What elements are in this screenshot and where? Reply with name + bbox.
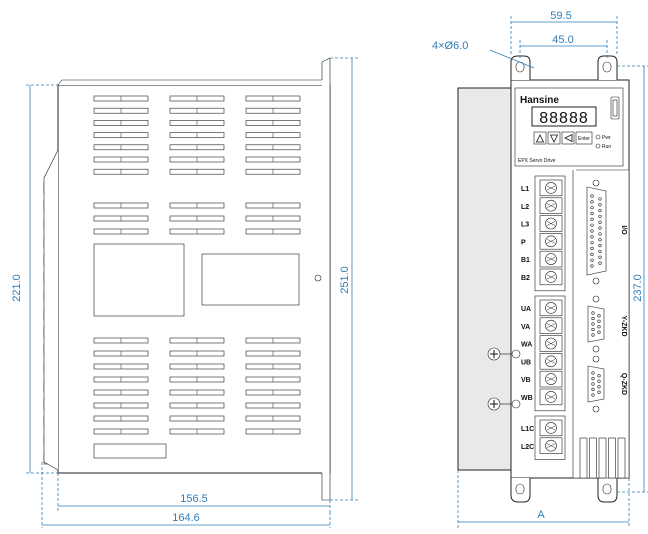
terminal-label: WA (521, 342, 532, 349)
connector-io-label: I/O (620, 225, 627, 235)
dim-height-right: 237.0 (632, 274, 644, 302)
bottom-fins (579, 437, 626, 479)
terminal-label: L2C (521, 444, 534, 451)
side-flange (321, 57, 331, 501)
ground-symbol-2 (487, 397, 521, 411)
side-view (43, 57, 331, 501)
dim-width-inner: 156.5 (180, 493, 208, 505)
dim-top-width-outer: 59.5 (550, 10, 571, 22)
led-pwr-label: Pwr (602, 135, 611, 141)
dim-width-outer: 164.6 (172, 512, 200, 524)
side-top-edge (57, 79, 331, 86)
terminal-label: UA (521, 306, 531, 313)
dim-height-left: 221.0 (11, 274, 23, 302)
dim-top-width-inner: 45.0 (552, 34, 573, 46)
connector-io: I/O (586, 179, 627, 285)
led-pwr (595, 134, 601, 140)
front-heatsink (457, 87, 512, 471)
terminal-label: L1 (521, 186, 529, 193)
control-panel (514, 87, 624, 167)
side-label-3 (93, 443, 167, 459)
terminal-label: L2 (521, 204, 529, 211)
terminal-label: B2 (521, 275, 530, 282)
side-screw (314, 274, 322, 282)
enter-button-label: Enter (578, 136, 590, 142)
connector-q-label: Q-ZKD (620, 373, 627, 395)
terminal-label: VA (521, 324, 530, 331)
ground-symbol-1 (487, 347, 521, 361)
connector-y-label: Y-ZKD (620, 316, 627, 337)
display-window (531, 106, 597, 127)
fin (617, 437, 626, 479)
fin (608, 437, 616, 479)
terminal-label: WB (521, 395, 533, 402)
dim-bottom-width: A (537, 509, 545, 521)
front-dimensions: 59.5 45.0 4×Ø6.0 237.0 A (432, 10, 648, 528)
side-label-2 (201, 253, 300, 306)
dim-holes: 4×Ø6.0 (432, 40, 468, 52)
brand-label: Hansine (520, 95, 559, 106)
fin (589, 437, 597, 479)
connector-y: Y-ZKD (587, 295, 627, 353)
terminal-label: VB (521, 377, 531, 384)
side-vents (93, 95, 301, 435)
terminal-label: B1 (521, 257, 530, 264)
led-run-label: Run (602, 144, 611, 150)
led-run (595, 143, 601, 149)
dim-height-middle: 251.0 (339, 266, 351, 294)
terminal-label: L1C (521, 426, 534, 433)
seven-segment-display: 88888 (539, 110, 589, 127)
enter-button[interactable] (575, 131, 593, 145)
model-label: EPX Servo Drive (518, 158, 556, 164)
terminal-label: P (521, 239, 526, 246)
fin (579, 437, 588, 479)
front-view: Hansine 88888 Enter Pwr Run EPX Servo Dr… (457, 55, 630, 503)
side-label-1 (93, 243, 185, 317)
side-dimensions: 221.0 251.0 156.5 164.6 (11, 57, 358, 528)
connector-q: Q-ZKD (587, 355, 627, 413)
side-left-step (43, 149, 59, 471)
fin (598, 437, 607, 479)
terminal-label: UB (521, 359, 531, 366)
terminal-label: L3 (521, 222, 529, 229)
